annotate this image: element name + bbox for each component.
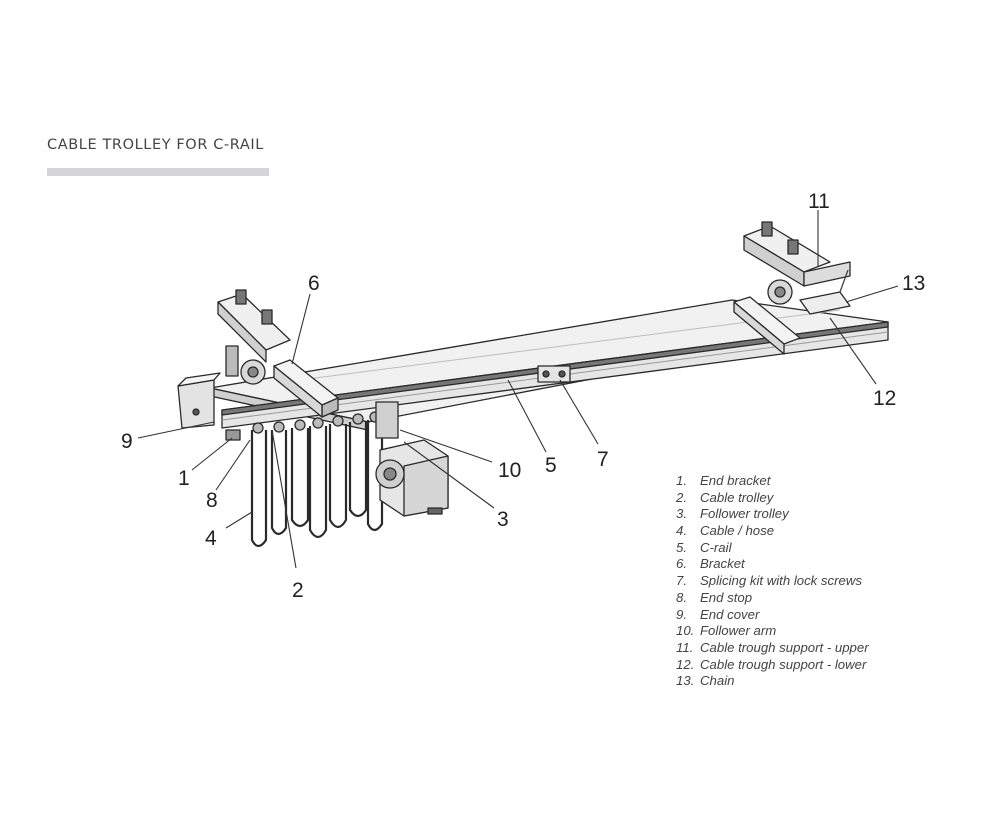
callout-13: 13: [902, 272, 925, 295]
cable-trolleys: [252, 411, 381, 434]
callout-9: 9: [121, 430, 133, 453]
end-stop: [225, 429, 241, 441]
c-rail: [209, 299, 889, 431]
right-upper-bracket: [743, 221, 851, 305]
legend-item: 3.Follower trolley: [676, 506, 789, 522]
legend-item: 10.Follower arm: [676, 623, 777, 639]
callout-8: 8: [206, 489, 218, 512]
legend-label: C-rail: [700, 539, 732, 555]
callout-10: 10: [498, 459, 521, 482]
legend-item: 7.Splicing kit with lock screws: [676, 573, 862, 589]
legend-item: 1.End bracket: [676, 473, 771, 488]
legend-item: 4.Cable / hose: [676, 523, 775, 539]
title-underline-bar: [47, 168, 269, 176]
legend-item: 5.C-rail: [676, 539, 732, 555]
legend-item: 13.Chain: [676, 673, 735, 689]
legend-item: 6.Bracket: [676, 556, 745, 572]
follower-trolley: [375, 401, 449, 517]
legend-label: Cable trough support - lower: [700, 656, 867, 672]
callout-7: 7: [597, 448, 609, 471]
legend-item: 8.End stop: [676, 589, 753, 605]
legend-label: Cable trolley: [700, 489, 774, 505]
legend-item: 12.Cable trough support - lower: [676, 656, 867, 672]
left-cross-bracket: [273, 359, 339, 418]
legend-item: 11.Cable trough support - upper: [676, 639, 869, 655]
diagram-title: CABLE TROLLEY FOR C-RAIL: [47, 137, 264, 153]
legend-item: 2.Cable trolley: [676, 489, 774, 505]
callout-4: 4: [205, 527, 217, 550]
callout-1: 1: [178, 467, 190, 490]
callout-3: 3: [497, 508, 509, 531]
legend-item: 9.End cover: [676, 606, 760, 622]
legend-label: End bracket: [700, 473, 771, 488]
callout-12: 12: [873, 387, 896, 410]
left-upper-bracket: [217, 289, 291, 385]
legend-label: Follower arm: [700, 623, 777, 639]
callout-6: 6: [308, 272, 320, 295]
legend-label: Splicing kit with lock screws: [700, 573, 862, 589]
legend-label: Cable trough support - upper: [700, 639, 869, 655]
right-cable-trough-support: [733, 269, 851, 355]
callout-5: 5: [545, 454, 557, 477]
parts-legend: 1.End bracket 2.Cable trolley 3.Follower…: [676, 473, 869, 690]
cable-loops: [250, 420, 384, 548]
splicing-kit: [537, 365, 571, 383]
callout-2: 2: [292, 579, 304, 602]
legend-label: Bracket: [700, 556, 745, 572]
legend-label: End cover: [700, 606, 760, 622]
legend-label: Chain: [700, 673, 735, 689]
end-cover: [177, 372, 221, 429]
leader-lines: [137, 210, 899, 569]
callout-labels: 1 2 3 4 5 6 7 8 9 10 11 12 13: [121, 190, 925, 602]
legend-label: Cable / hose: [700, 523, 775, 539]
legend-label: End stop: [700, 589, 753, 605]
callout-11: 11: [808, 190, 830, 213]
legend-label: Follower trolley: [700, 506, 789, 522]
